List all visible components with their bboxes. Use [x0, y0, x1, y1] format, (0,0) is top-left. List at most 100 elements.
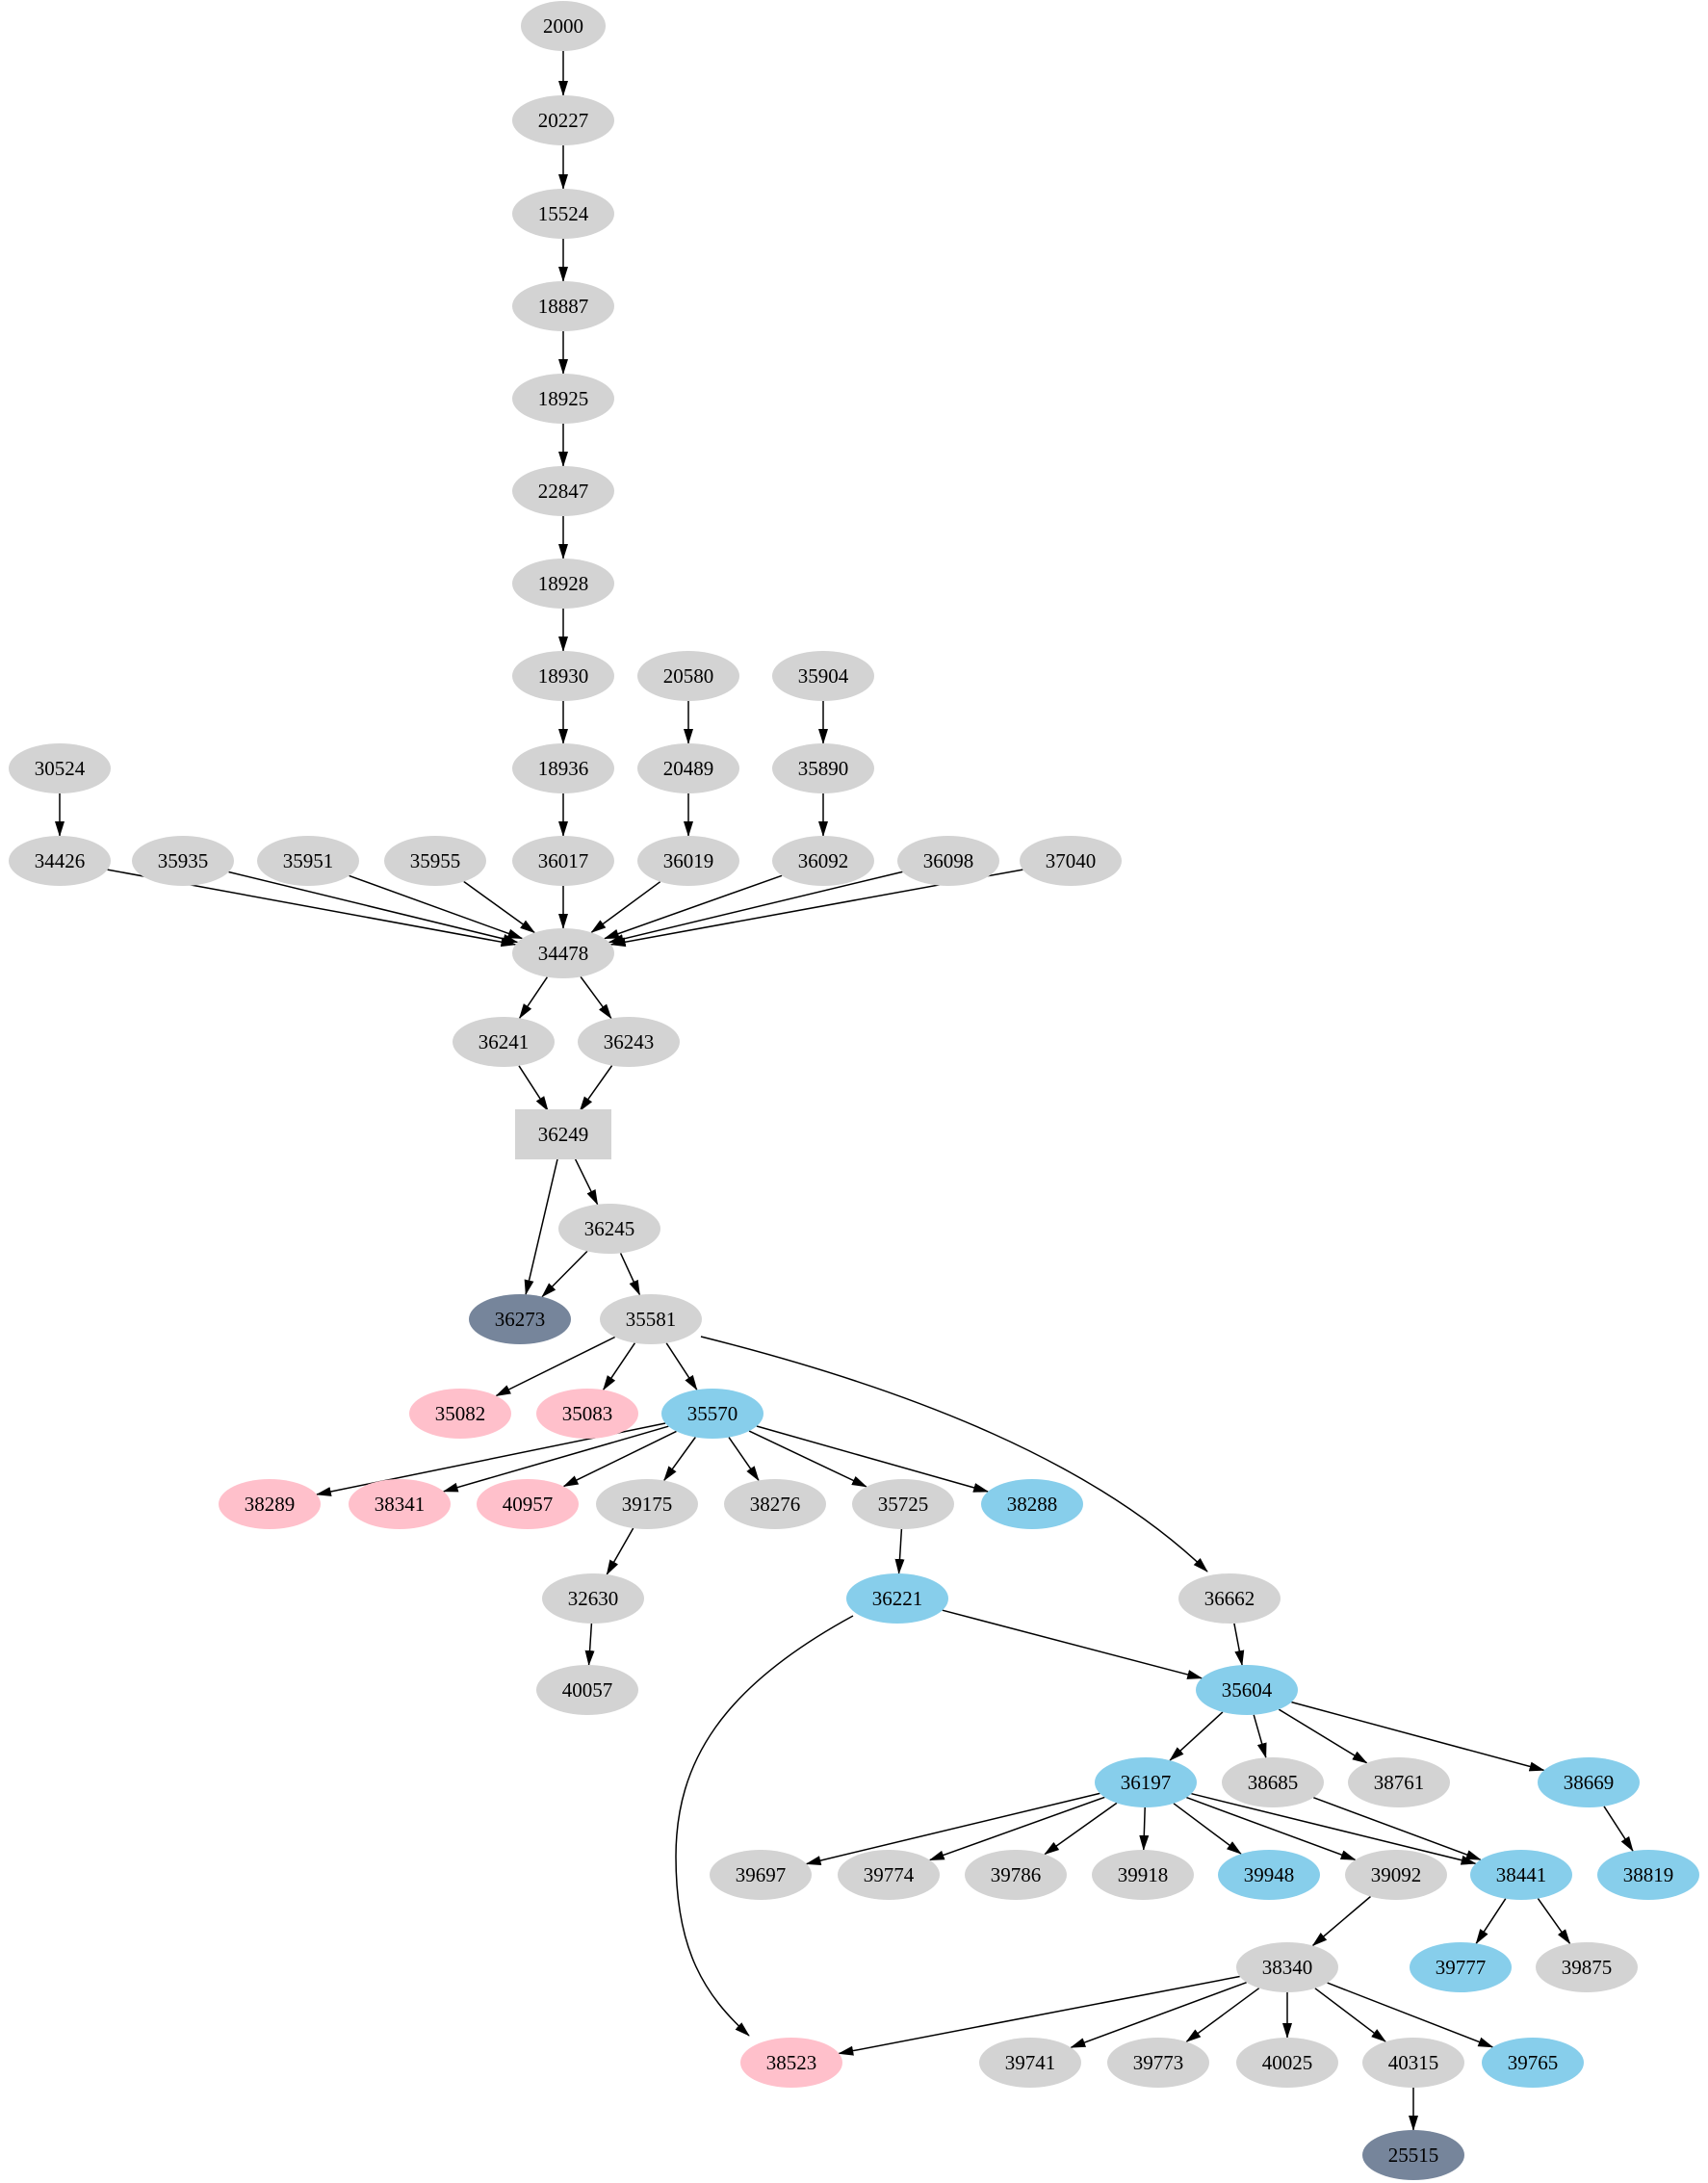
graph-node-39918: 39918: [1092, 1850, 1194, 1900]
graph-edge-35604-38761: [1278, 1708, 1368, 1764]
graph-edge-39175-32630: [606, 1527, 634, 1575]
graph-edge-35951-34478: [349, 874, 524, 940]
graph-node-18925: 18925: [512, 374, 614, 424]
node-ellipse-shape: [477, 1479, 579, 1529]
node-ellipse-shape: [512, 836, 614, 886]
node-label: 38340: [1262, 1956, 1313, 1979]
node-label: 35935: [158, 849, 209, 872]
node-label: 36243: [604, 1030, 655, 1053]
node-ellipse-shape: [600, 1294, 702, 1344]
graph-edge-35581-35082: [495, 1336, 616, 1397]
node-label: 38341: [375, 1493, 426, 1516]
node-label: 38669: [1564, 1771, 1615, 1794]
graph-node-37040: 37040: [1020, 836, 1122, 886]
node-ellipse-shape: [512, 466, 614, 516]
node-label: 35725: [878, 1493, 929, 1516]
node-label: 40025: [1262, 2051, 1313, 2074]
node-ellipse-shape: [981, 1479, 1083, 1529]
node-label: 15524: [538, 202, 589, 225]
graph-node-22847: 22847: [512, 466, 614, 516]
graph-node-36019: 36019: [637, 836, 739, 886]
graph-edge-36197-39786: [1044, 1802, 1118, 1856]
graph-node-18887: 18887: [512, 281, 614, 331]
node-ellipse-shape: [637, 743, 739, 793]
graph-node-36245: 36245: [558, 1204, 660, 1254]
node-ellipse-shape: [349, 1479, 451, 1529]
graph-edge-38685-38441: [1312, 1796, 1482, 1861]
node-ellipse-shape: [838, 1850, 940, 1900]
node-label: 40957: [503, 1493, 554, 1516]
node-label: 39741: [1005, 2051, 1056, 2074]
graph-node-20580: 20580: [637, 651, 739, 701]
node-ellipse-shape: [9, 836, 111, 886]
graph-edge-35604-38685: [1253, 1714, 1267, 1759]
node-label: 34426: [35, 849, 86, 872]
node-ellipse-shape: [536, 1389, 638, 1439]
node-ellipse-shape: [453, 1017, 555, 1067]
graph-node-38289: 38289: [219, 1479, 321, 1529]
node-label: 36092: [798, 849, 849, 872]
node-ellipse-shape: [384, 836, 486, 886]
graph-node-38288: 38288: [981, 1479, 1083, 1529]
graph-node-39774: 39774: [838, 1850, 940, 1900]
node-ellipse-shape: [1196, 1665, 1298, 1715]
node-ellipse-shape: [1536, 1942, 1638, 1992]
node-label: 35904: [798, 664, 849, 688]
node-label: 20580: [663, 664, 714, 688]
node-label: 38819: [1623, 1863, 1674, 1886]
node-ellipse-shape: [469, 1294, 571, 1344]
graph-edge-36249-36273: [524, 1158, 558, 1296]
node-ellipse-shape: [1178, 1573, 1281, 1624]
graph-edge-35581-35083: [602, 1342, 636, 1391]
graph-node-39741: 39741: [979, 2038, 1081, 2088]
graph-node-38819: 38819: [1597, 1850, 1699, 1900]
graph-node-40025: 40025: [1236, 2038, 1338, 2088]
node-label: 39765: [1508, 2051, 1559, 2074]
graph-node-36243: 36243: [578, 1017, 680, 1067]
node-label: 39697: [736, 1863, 787, 1886]
graph-node-38669: 38669: [1538, 1757, 1640, 1807]
node-label: 39175: [622, 1493, 673, 1516]
node-label: 25515: [1388, 2144, 1439, 2167]
node-label: 36221: [872, 1587, 923, 1610]
node-label: 40315: [1388, 2051, 1439, 2074]
graph-edge-38340-39773: [1185, 1988, 1260, 2042]
graph-edge-36245-36273: [541, 1250, 588, 1298]
node-label: 39773: [1133, 2051, 1184, 2074]
node-label: 35581: [626, 1308, 677, 1331]
node-ellipse-shape: [536, 1665, 638, 1715]
node-ellipse-shape: [846, 1573, 948, 1624]
graph-edge-38441-39777: [1475, 1898, 1507, 1945]
graph-edge-35570-38276: [728, 1437, 760, 1482]
graph-node-36221: 36221: [846, 1573, 948, 1624]
graph-edge-38669-38819: [1603, 1806, 1634, 1853]
node-box-shape: [515, 1109, 611, 1159]
graph-edge-35604-38669: [1291, 1701, 1545, 1772]
node-label: 39948: [1244, 1863, 1295, 1886]
node-label: 18925: [538, 387, 589, 410]
graph-node-35725: 35725: [852, 1479, 954, 1529]
graph-node-35082: 35082: [409, 1389, 511, 1439]
graph-edge-34478-36241: [518, 976, 549, 1020]
node-label: 18936: [538, 757, 589, 780]
node-label: 32630: [568, 1587, 619, 1610]
graph-edge-35570-40957: [562, 1430, 677, 1488]
node-ellipse-shape: [1218, 1850, 1320, 1900]
node-ellipse-shape: [512, 651, 614, 701]
node-ellipse-shape: [724, 1479, 826, 1529]
node-label: 35890: [798, 757, 849, 780]
node-label: 35955: [410, 849, 461, 872]
graph-edge-36221-35604: [942, 1609, 1203, 1679]
graph-node-18936: 18936: [512, 743, 614, 793]
graph-edge-36092-34478: [603, 874, 783, 940]
graph-edge-36197-38441: [1191, 1792, 1477, 1865]
node-label: 18887: [538, 295, 589, 318]
node-label: 37040: [1046, 849, 1097, 872]
node-label: 39092: [1371, 1863, 1422, 1886]
graph-node-35904: 35904: [772, 651, 874, 701]
graph-node-36241: 36241: [453, 1017, 555, 1067]
graph-edge-36197-39918: [1139, 1806, 1150, 1851]
graph-node-35890: 35890: [772, 743, 874, 793]
